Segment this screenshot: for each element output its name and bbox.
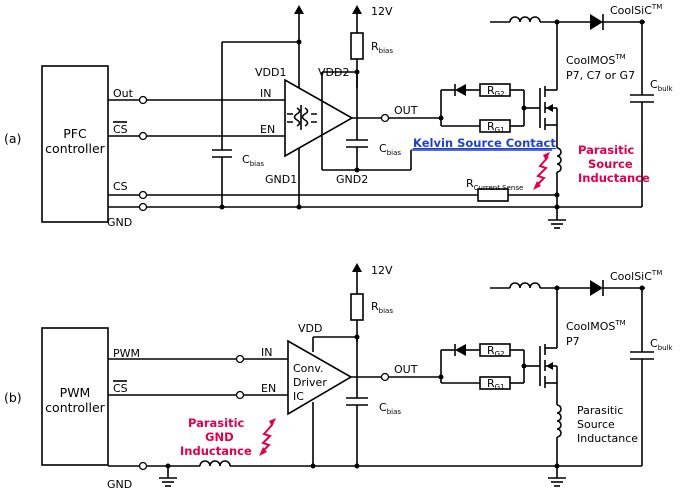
vdd2-arrow-icon bbox=[352, 5, 362, 14]
rg1-label-b: RG1 bbox=[487, 377, 505, 391]
r-bias-label: Rbias bbox=[371, 40, 393, 55]
in-pin-label: IN bbox=[260, 87, 271, 100]
coolmos-variant-label-b: P7 bbox=[566, 335, 580, 348]
r-current-sense-label: RCurrent Sense bbox=[466, 177, 523, 192]
panel-a-label: (a) bbox=[4, 131, 21, 146]
pwm-pin-label: PWM bbox=[113, 347, 140, 360]
gate-diode-icon bbox=[455, 84, 466, 96]
rg1-label: RG1 bbox=[487, 120, 505, 134]
panel-b: (b) PWM controller PWM CS GND IN EN Conv… bbox=[4, 263, 674, 491]
transformer-coil-left bbox=[293, 107, 301, 127]
c-bias-label-b: Cbias bbox=[379, 401, 401, 416]
cs-bar-pin-label-b: CS bbox=[113, 382, 128, 395]
driver-label-line1: Conv. bbox=[293, 362, 324, 375]
rg2-label-b: RG2 bbox=[487, 344, 505, 358]
coolmos-label-b: CoolMOSTM bbox=[566, 319, 626, 333]
controller-label-line1: PFC bbox=[63, 126, 87, 141]
driver-label-line3: IC bbox=[293, 390, 304, 403]
c-bias-1-label: Cbias bbox=[242, 153, 264, 168]
r-bias-resistor-b bbox=[350, 293, 364, 321]
c-bulk-label-b: Cbulk bbox=[650, 337, 674, 352]
supply-12v-label: 12V bbox=[371, 5, 393, 18]
en-pin-label: EN bbox=[260, 123, 275, 136]
parasitic-source-line1: Parasitic bbox=[577, 404, 623, 417]
cs-bar-pin-label: CS bbox=[113, 123, 128, 136]
c-bias-2-label: Cbias bbox=[379, 142, 401, 157]
panel-a: (a) PFC controller Out CS CS GND IN EN bbox=[4, 3, 674, 229]
in-pin-label-b: IN bbox=[261, 346, 272, 359]
vdd1-label: VDD1 bbox=[255, 66, 286, 79]
coolsic-diode-icon bbox=[590, 14, 603, 30]
pwm-controller-line2: controller bbox=[45, 400, 105, 415]
driver-out-label-b: OUT bbox=[394, 363, 418, 376]
coolmos-variant-label: P7, C7 or G7 bbox=[566, 69, 635, 82]
parasitic-label-line3: Inductance bbox=[578, 171, 650, 185]
parasitic-source-line3: Inductance bbox=[577, 432, 638, 445]
parasitic-gnd-line3: Inductance bbox=[180, 444, 252, 458]
r-bias-resistor bbox=[350, 32, 364, 60]
driver-out-label: OUT bbox=[394, 104, 418, 117]
r-bias-label-b: Rbias bbox=[371, 300, 393, 315]
gate-diode-icon-b bbox=[455, 344, 466, 356]
conventional-driver bbox=[287, 339, 353, 416]
vdd-arrow-icon-b bbox=[352, 263, 362, 272]
supply-12v-label-b: 12V bbox=[371, 264, 393, 277]
vdd-label-b: VDD bbox=[298, 322, 322, 335]
coolsic-label: CoolSiCTM bbox=[610, 3, 662, 17]
gnd1-label: GND1 bbox=[265, 173, 297, 186]
transformer-coil-right bbox=[301, 107, 309, 127]
vdd2-label: VDD2 bbox=[318, 66, 349, 79]
driver-label-line2: Driver bbox=[293, 376, 327, 389]
cs-terminal bbox=[138, 190, 148, 200]
pwm-terminal bbox=[235, 354, 245, 364]
controller-label-line2: controller bbox=[45, 141, 105, 156]
gnd-pin-label-b: GND bbox=[107, 478, 132, 491]
cs-bar-terminal bbox=[138, 131, 148, 141]
parasitic-label-line1: Parasitic bbox=[578, 143, 635, 157]
isolated-gate-driver bbox=[284, 78, 354, 158]
mosfet-arrow-icon bbox=[546, 104, 553, 112]
out-terminal bbox=[138, 95, 148, 105]
rg2-label: RG2 bbox=[487, 84, 505, 98]
coolmos-label: CoolMOSTM bbox=[566, 53, 626, 67]
driver-out-terminal bbox=[380, 113, 390, 123]
gnd-terminal-b bbox=[138, 461, 148, 471]
panel-b-label: (b) bbox=[4, 390, 22, 405]
coolsic-diode-icon-b bbox=[590, 280, 603, 296]
vdd1-arrow-icon bbox=[294, 5, 304, 14]
coolsic-label-b: CoolSiCTM bbox=[610, 269, 662, 283]
en-pin-label-b: EN bbox=[261, 382, 276, 395]
kelvin-source-label: Kelvin Source Contact bbox=[413, 136, 556, 150]
parasitic-label-line2: Source bbox=[588, 157, 633, 171]
parasitic-gnd-inductor bbox=[199, 460, 231, 467]
pfc-controller-box bbox=[41, 65, 109, 223]
out-pin-label: Out bbox=[113, 87, 134, 100]
cs-pin-label: CS bbox=[113, 180, 128, 193]
parasitic-source-inductor bbox=[556, 147, 562, 173]
boost-inductor bbox=[509, 16, 541, 23]
gnd2-label: GND2 bbox=[336, 173, 368, 186]
parasitic-source-line2: Source bbox=[577, 418, 615, 431]
parasitic-gnd-line2: GND bbox=[205, 430, 234, 444]
mosfet-arrow-icon-b bbox=[546, 362, 553, 370]
parasitic-gnd-zigzag-icon bbox=[261, 424, 273, 453]
gnd-terminal bbox=[138, 202, 148, 212]
parasitic-zigzag-icon bbox=[535, 156, 549, 187]
parasitic-gnd-line1: Parasitic bbox=[188, 416, 245, 430]
pwm-controller-line1: PWM bbox=[60, 385, 91, 400]
boost-inductor-b bbox=[509, 282, 541, 289]
cs-bar-terminal-b bbox=[235, 390, 245, 400]
parasitic-source-inductor-b bbox=[556, 404, 562, 438]
gnd-pin-label: GND bbox=[107, 216, 132, 229]
pwm-controller-box bbox=[41, 327, 109, 466]
driver-out-terminal-b bbox=[380, 372, 390, 382]
c-bulk-label: Cbulk bbox=[650, 78, 674, 93]
